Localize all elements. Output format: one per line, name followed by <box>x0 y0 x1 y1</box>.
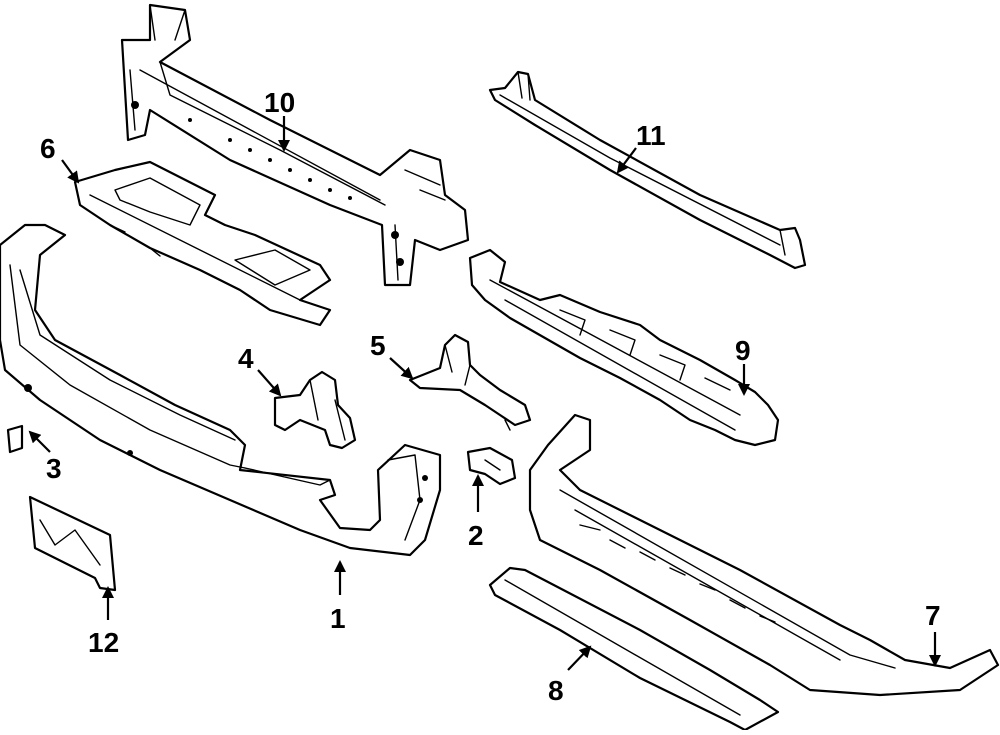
callout-1[interactable]: 1 <box>330 603 346 634</box>
callout-numbers: 10 11 6 9 5 4 3 2 1 12 7 8 <box>40 87 941 706</box>
callout-10[interactable]: 10 <box>264 87 295 118</box>
part-12-plate-bracket[interactable] <box>28 495 117 592</box>
callout-3[interactable]: 3 <box>46 453 62 484</box>
part-9-energy-absorber[interactable] <box>468 248 780 447</box>
callout-6[interactable]: 6 <box>40 133 56 164</box>
part-6-air-deflector[interactable] <box>73 160 332 327</box>
part-1-bumper-cover[interactable] <box>0 223 442 557</box>
callout-4[interactable]: 4 <box>238 343 254 374</box>
callout-5[interactable]: 5 <box>370 330 386 361</box>
part-5-bracket[interactable] <box>408 333 532 431</box>
callout-line-4 <box>257 369 282 397</box>
part-4-bracket[interactable] <box>273 370 357 450</box>
part-2-bracket[interactable] <box>466 446 517 486</box>
callout-12[interactable]: 12 <box>88 627 119 658</box>
callout-line-5 <box>389 357 414 380</box>
callout-9[interactable]: 9 <box>735 335 751 366</box>
part-8-lower-strip[interactable] <box>488 566 780 732</box>
callout-line-11 <box>616 147 637 174</box>
part-11-upper-strip[interactable] <box>488 70 807 270</box>
part-10-reinforcement-beam[interactable] <box>120 3 470 287</box>
callout-8[interactable]: 8 <box>548 675 564 706</box>
callout-line-3 <box>28 430 51 453</box>
callout-2[interactable]: 2 <box>468 520 484 551</box>
part-7-lower-valance[interactable] <box>528 413 1000 697</box>
callout-7[interactable]: 7 <box>925 600 941 631</box>
callout-11[interactable]: 11 <box>636 120 666 151</box>
part-3-clip[interactable] <box>6 424 24 454</box>
callout-lines <box>28 116 941 671</box>
callout-line-6 <box>61 159 80 184</box>
callout-line-8 <box>567 645 592 671</box>
